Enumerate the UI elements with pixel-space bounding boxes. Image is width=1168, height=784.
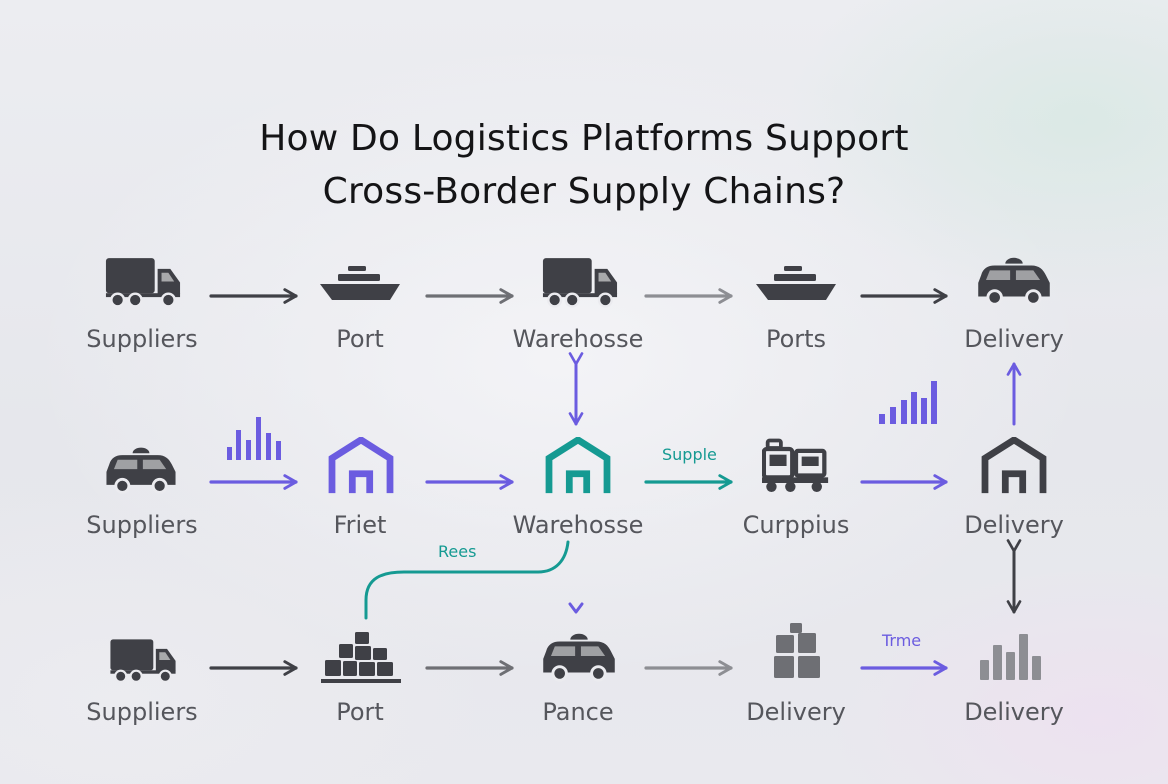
bar-chart-icon [879, 381, 937, 424]
node-label: Delivery [746, 698, 846, 726]
node-label: Delivery [964, 325, 1064, 353]
edge-label-trme: Trme [882, 631, 922, 650]
node-label: Warehosse [512, 325, 644, 353]
edge-label-supple: Supple [662, 445, 717, 464]
node-label: Suppliers [86, 325, 198, 353]
bar-chart-icon [980, 634, 1041, 680]
boxes-icon [321, 632, 401, 683]
truck-icon [109, 638, 177, 684]
van-icon [105, 446, 177, 494]
title-line-1: How Do Logistics Platforms Support [259, 118, 909, 159]
node-label: Port [336, 698, 384, 726]
page-title: How Do Logistics Platforms Support Cross… [0, 112, 1168, 218]
node-label: Suppliers [86, 698, 198, 726]
van-icon [976, 256, 1052, 306]
warehouse-icon [549, 440, 607, 493]
node-label: Ports [765, 325, 827, 353]
bar-chart-icon [227, 417, 281, 460]
node-label: Port [336, 325, 384, 353]
node-label: Friet [333, 511, 387, 539]
chevron-down-icon [568, 602, 584, 614]
node-label: Pance [542, 698, 614, 726]
title-line-2: Cross-Border Supply Chains? [322, 171, 846, 212]
forklift-icon [762, 441, 828, 492]
ship-icon [756, 266, 836, 300]
node-label: Delivery [964, 698, 1064, 726]
boxes-icon [774, 623, 820, 678]
van-icon [541, 632, 617, 682]
node-label: Suppliers [86, 511, 198, 539]
node-label: Curppius [742, 511, 850, 539]
warehouse-icon [985, 440, 1043, 493]
warehouse-icon [332, 440, 390, 493]
ship-icon [320, 266, 400, 300]
truck-icon [104, 256, 182, 308]
node-label: Warehosse [512, 511, 644, 539]
node-label: Delivery [964, 511, 1064, 539]
edge-label-rees: Rees [438, 542, 477, 561]
truck-icon [541, 256, 619, 308]
curved-connector [364, 540, 570, 620]
